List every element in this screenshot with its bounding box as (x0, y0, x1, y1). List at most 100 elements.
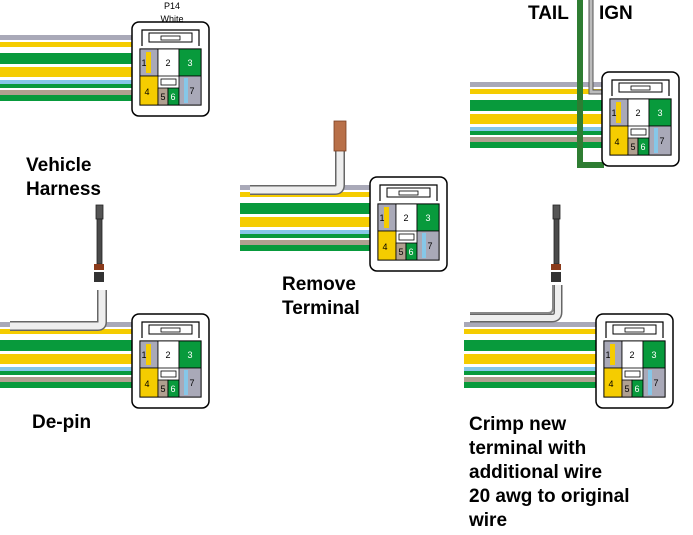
connector-name: P14 (163, 1, 180, 11)
wire-tan (470, 137, 612, 142)
wire-green (470, 142, 612, 148)
pin-label-7: 7 (189, 378, 194, 388)
wire-yellow (0, 67, 140, 77)
pin-label-5: 5 (160, 384, 165, 394)
pin-label-7: 7 (189, 86, 194, 96)
connector-color-label: White (160, 14, 184, 24)
pin-label-1: 1 (379, 213, 384, 223)
terminal-crimp (551, 272, 561, 282)
wire-white (0, 334, 140, 340)
pin-label-5: 5 (398, 247, 403, 257)
wire-lightblue (240, 230, 380, 234)
wire-white (464, 351, 605, 354)
tool-probe-icon (552, 204, 561, 220)
cavity-1-wire (146, 52, 151, 73)
wire-white (464, 327, 605, 329)
connector-key (398, 233, 415, 241)
connector-key (624, 370, 641, 378)
pin-label-3: 3 (657, 108, 662, 118)
wire-terminal-icon (94, 264, 104, 270)
cavity-1-wire (146, 344, 151, 365)
wire-white (470, 87, 612, 89)
wire-white (0, 64, 140, 67)
wire-lightblue (464, 367, 605, 371)
crimp-instructions-label: Crimp new terminal with additional wire … (469, 414, 630, 531)
wire-yellow (470, 114, 612, 124)
wire-white (0, 40, 140, 42)
wire-lightblue (470, 127, 612, 131)
wire-yellow (0, 42, 140, 47)
wire-yellow (470, 89, 612, 94)
connector-key (160, 78, 177, 86)
cavity-7-wire (648, 370, 652, 395)
pin-label-2: 2 (165, 350, 170, 360)
ign-label: IGN (599, 3, 633, 24)
wire-gray (464, 322, 605, 327)
pin-label-4: 4 (382, 242, 387, 252)
tool-probe-shaft (96, 218, 103, 265)
pin-label-1: 1 (141, 58, 146, 68)
original-wire (470, 285, 561, 321)
pin-label-4: 4 (614, 137, 619, 147)
wire-white (464, 334, 605, 340)
depin-wire (10, 290, 106, 330)
connector-latch-slot (160, 327, 181, 333)
pin-label-6: 6 (170, 384, 175, 394)
cavity-7-wire (422, 233, 426, 258)
wire-tan (0, 377, 140, 382)
pin-label-5: 5 (160, 92, 165, 102)
pin-label-2: 2 (635, 108, 640, 118)
pin-label-5: 5 (624, 384, 629, 394)
wire-white (240, 238, 380, 240)
wire-white (470, 111, 612, 114)
wire-white (464, 364, 605, 367)
tail-wire (577, 0, 604, 168)
wire-white (0, 47, 140, 53)
pin-label-2: 2 (629, 350, 634, 360)
pin-label-2: 2 (165, 58, 170, 68)
pin-label-6: 6 (408, 247, 413, 257)
removed-wire-outline (250, 150, 345, 195)
wire-white (240, 227, 380, 230)
wire-green (240, 245, 380, 251)
wire-green (0, 340, 140, 351)
pin-label-3: 3 (651, 350, 656, 360)
wire-tan (0, 90, 140, 95)
wire-green (0, 84, 140, 88)
connector-latch-slot (624, 327, 645, 333)
vehicle-harness-label: Vehicle Harness (26, 155, 101, 200)
wire-white (0, 364, 140, 367)
connector-latch-slot (398, 190, 419, 196)
wire-lightblue (0, 367, 140, 371)
terminal-crimp (94, 272, 104, 282)
wire-green (0, 382, 140, 388)
tool-probe-icon (95, 204, 104, 220)
removed-wire (250, 150, 344, 194)
connector-latch (141, 321, 200, 338)
wire-white (470, 124, 612, 127)
wire-green (240, 234, 380, 238)
pin-label-6: 6 (634, 384, 639, 394)
pin-label-1: 1 (141, 350, 146, 360)
wire-yellow (240, 217, 380, 227)
wire-white (0, 351, 140, 354)
tail-label: TAIL (528, 3, 569, 24)
pin-label-4: 4 (608, 379, 613, 389)
wire-yellow (0, 354, 140, 364)
connector-key (630, 128, 647, 136)
wire-green (464, 340, 605, 351)
wire-white (240, 197, 380, 203)
wire-terminal-icon (551, 264, 561, 270)
pin-label-3: 3 (425, 213, 430, 223)
cavity-1-wire (610, 344, 615, 365)
remove-terminal-label: Remove Terminal (282, 274, 360, 319)
pin-label-7: 7 (659, 136, 664, 146)
connector-key (160, 370, 177, 378)
cavity-7-wire (184, 370, 188, 395)
wire-white (240, 214, 380, 217)
